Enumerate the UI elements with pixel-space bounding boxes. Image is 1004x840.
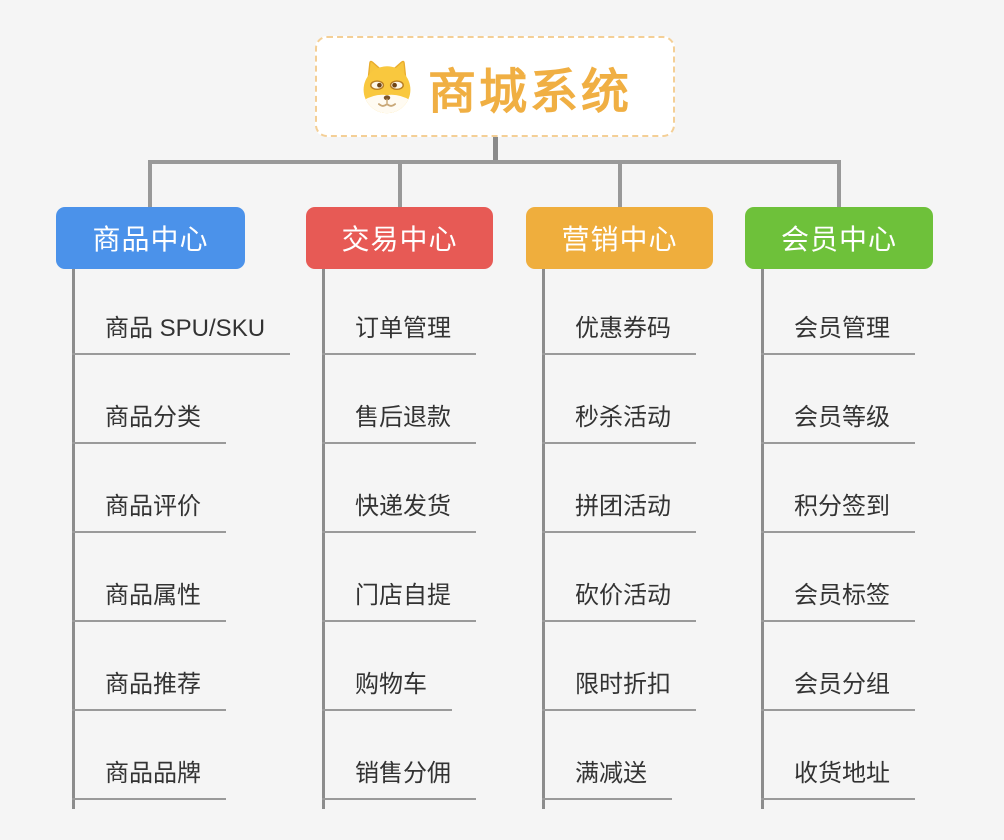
root-title: 商城系统 xyxy=(427,65,632,119)
node-item[interactable]: 订单管理 xyxy=(322,314,476,355)
root-node[interactable]: 商城系统 xyxy=(315,36,675,137)
branch-header[interactable]: 商品中心 xyxy=(56,207,245,269)
node-item[interactable]: 会员标签 xyxy=(761,581,915,622)
node-item[interactable]: 商品评价 xyxy=(72,492,226,533)
connector-branch-stem-2 xyxy=(398,160,402,208)
node-item[interactable]: 快递发货 xyxy=(322,492,476,533)
branch-product-center: 商品中心 商品 SPU/SKU 商品分类商品评价商品属性商品推荐商品品牌 xyxy=(56,207,291,809)
branch-child-line xyxy=(72,269,75,809)
connector-branch-stem-4 xyxy=(837,160,841,208)
node-item[interactable]: 会员等级 xyxy=(761,403,915,444)
connector-horizontal-line xyxy=(148,160,841,164)
node-item[interactable]: 秒杀活动 xyxy=(542,403,696,444)
branch-trade-center: 交易中心 订单管理售后退款快递发货门店自提购物车销售分佣 xyxy=(306,207,493,809)
node-item[interactable]: 限时折扣 xyxy=(542,670,696,711)
node-item[interactable]: 商品分类 xyxy=(72,403,226,444)
node-item[interactable]: 会员管理 xyxy=(761,314,915,355)
node-item[interactable]: 满减送 xyxy=(542,759,672,800)
node-item[interactable]: 销售分佣 xyxy=(322,759,476,800)
node-item[interactable]: 会员分组 xyxy=(761,670,915,711)
node-item[interactable]: 优惠券码 xyxy=(542,314,696,355)
branch-header[interactable]: 营销中心 xyxy=(526,207,713,269)
connector-root-stem xyxy=(493,137,498,162)
branch-child-line xyxy=(322,269,325,809)
node-item[interactable]: 商品属性 xyxy=(72,581,226,622)
node-item[interactable]: 售后退款 xyxy=(322,403,476,444)
node-item[interactable]: 门店自提 xyxy=(322,581,476,622)
branch-marketing-center: 营销中心 优惠券码秒杀活动拼团活动砍价活动限时折扣满减送 xyxy=(526,207,713,809)
node-item[interactable]: 商品品牌 xyxy=(72,759,226,800)
node-item[interactable]: 商品推荐 xyxy=(72,670,226,711)
node-item[interactable]: 购物车 xyxy=(322,670,452,711)
branch-child-line xyxy=(761,269,764,809)
connector-branch-stem-1 xyxy=(148,160,152,208)
node-item[interactable]: 收货地址 xyxy=(761,759,915,800)
connector-branch-stem-3 xyxy=(618,160,622,208)
branch-header[interactable]: 交易中心 xyxy=(306,207,493,269)
node-item[interactable]: 砍价活动 xyxy=(542,581,696,622)
branch-child-line xyxy=(542,269,545,809)
branch-member-center: 会员中心 会员管理会员等级积分签到会员标签会员分组收货地址 xyxy=(745,207,933,809)
node-item[interactable]: 拼团活动 xyxy=(542,492,696,533)
dog-icon xyxy=(363,60,411,113)
node-item[interactable]: 积分签到 xyxy=(761,492,915,533)
node-item[interactable]: 商品 SPU/SKU xyxy=(72,314,291,355)
branch-header[interactable]: 会员中心 xyxy=(745,207,933,269)
